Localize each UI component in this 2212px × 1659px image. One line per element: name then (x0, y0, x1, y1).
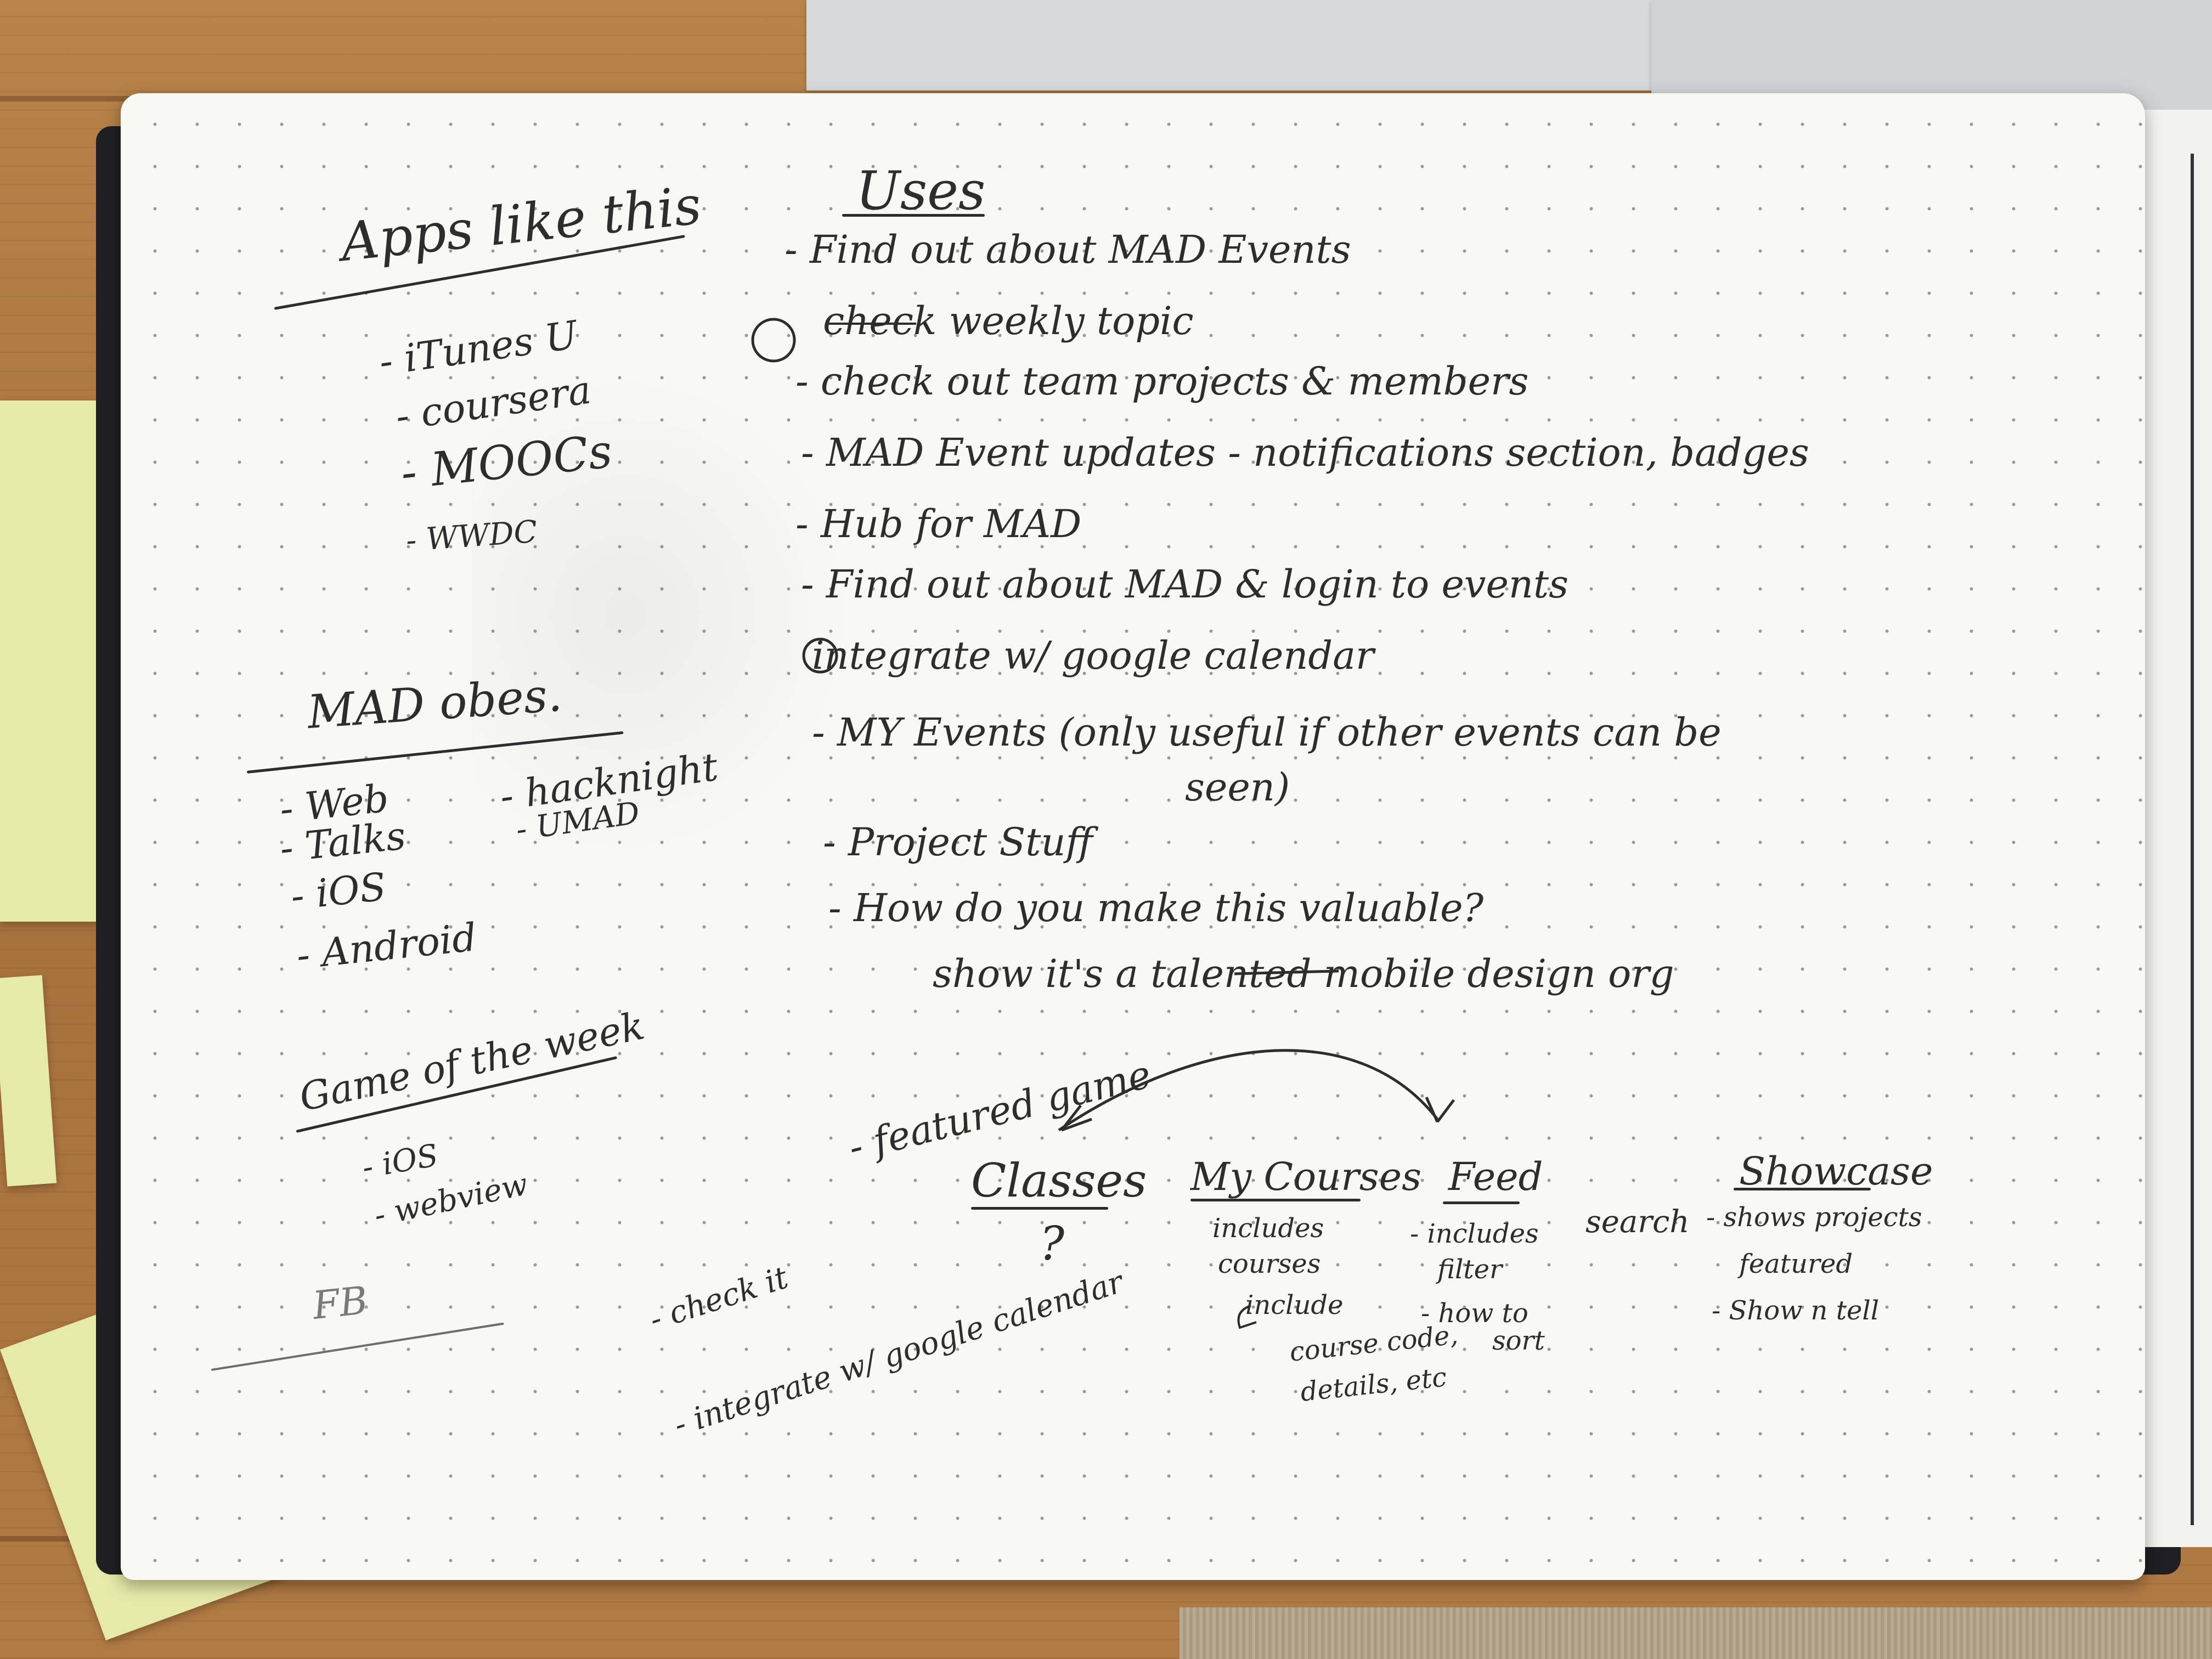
circle-mark-icon (751, 318, 796, 363)
showcase-title: Showcase (1739, 1149, 1933, 1194)
heading-underline (1190, 1199, 1361, 1201)
my-courses-note: courses (1218, 1249, 1321, 1279)
curved-arrow (1058, 1049, 1438, 1132)
uses-item: - Project Stuff (823, 820, 1093, 865)
showcase-note: - Show n tell (1712, 1295, 1880, 1326)
feed-note: sort (1492, 1325, 1545, 1356)
grey-paper (806, 0, 1651, 91)
feed-note: - how to (1421, 1298, 1528, 1329)
heading-underline (1734, 1188, 1871, 1190)
uses-item: check weekly topic (823, 298, 1194, 343)
page-crease (472, 368, 856, 861)
classes-title: Classes (971, 1154, 1147, 1207)
heading-underline (1443, 1201, 1520, 1204)
arrow-head-down-icon (1425, 1096, 1455, 1123)
arrow-head-left-icon (1060, 1104, 1092, 1132)
grey-paper (1651, 0, 2212, 110)
uses-item: - check out team projects & members (795, 359, 1529, 404)
my-courses-title: My Courses (1190, 1154, 1421, 1199)
uses-item: seen) (1185, 765, 1290, 810)
my-courses-note: includes (1212, 1213, 1324, 1244)
uses-heading: Uses (856, 160, 986, 222)
uses-item: - Find out about MAD & login to events (801, 562, 1569, 607)
uses-item: integrate w/ google calendar (812, 633, 1374, 678)
feed-note: - includes (1410, 1218, 1539, 1249)
heading-underline (971, 1207, 1108, 1210)
heading-underline (842, 214, 985, 217)
classes-note: ? (1040, 1217, 1065, 1271)
uses-item: - Hub for MAD (795, 501, 1082, 546)
uses-item: - MY Events (only useful if other events… (812, 710, 1722, 755)
showcase-note: featured (1739, 1249, 1853, 1279)
uses-item: - Find out about MAD Events (785, 227, 1351, 272)
showcase-note: - shows projects (1706, 1202, 1922, 1233)
feed-title: Feed (1448, 1154, 1543, 1199)
search-note: search (1585, 1204, 1690, 1240)
uses-item: - MAD Event updates - notifications sect… (801, 430, 1809, 475)
feed-note: filter (1437, 1254, 1503, 1285)
cloth-corner (1180, 1607, 2212, 1659)
arrow-hook-icon (1237, 1305, 1257, 1329)
uses-item: show it's a talented mobile design org (933, 951, 1674, 996)
notebook-page (121, 93, 2145, 1580)
my-courses-note: include (1245, 1290, 1344, 1321)
uses-item: - How do you make this valuable? (828, 885, 1484, 930)
strike-through (1234, 969, 1339, 975)
circle-mark-icon (802, 637, 838, 674)
